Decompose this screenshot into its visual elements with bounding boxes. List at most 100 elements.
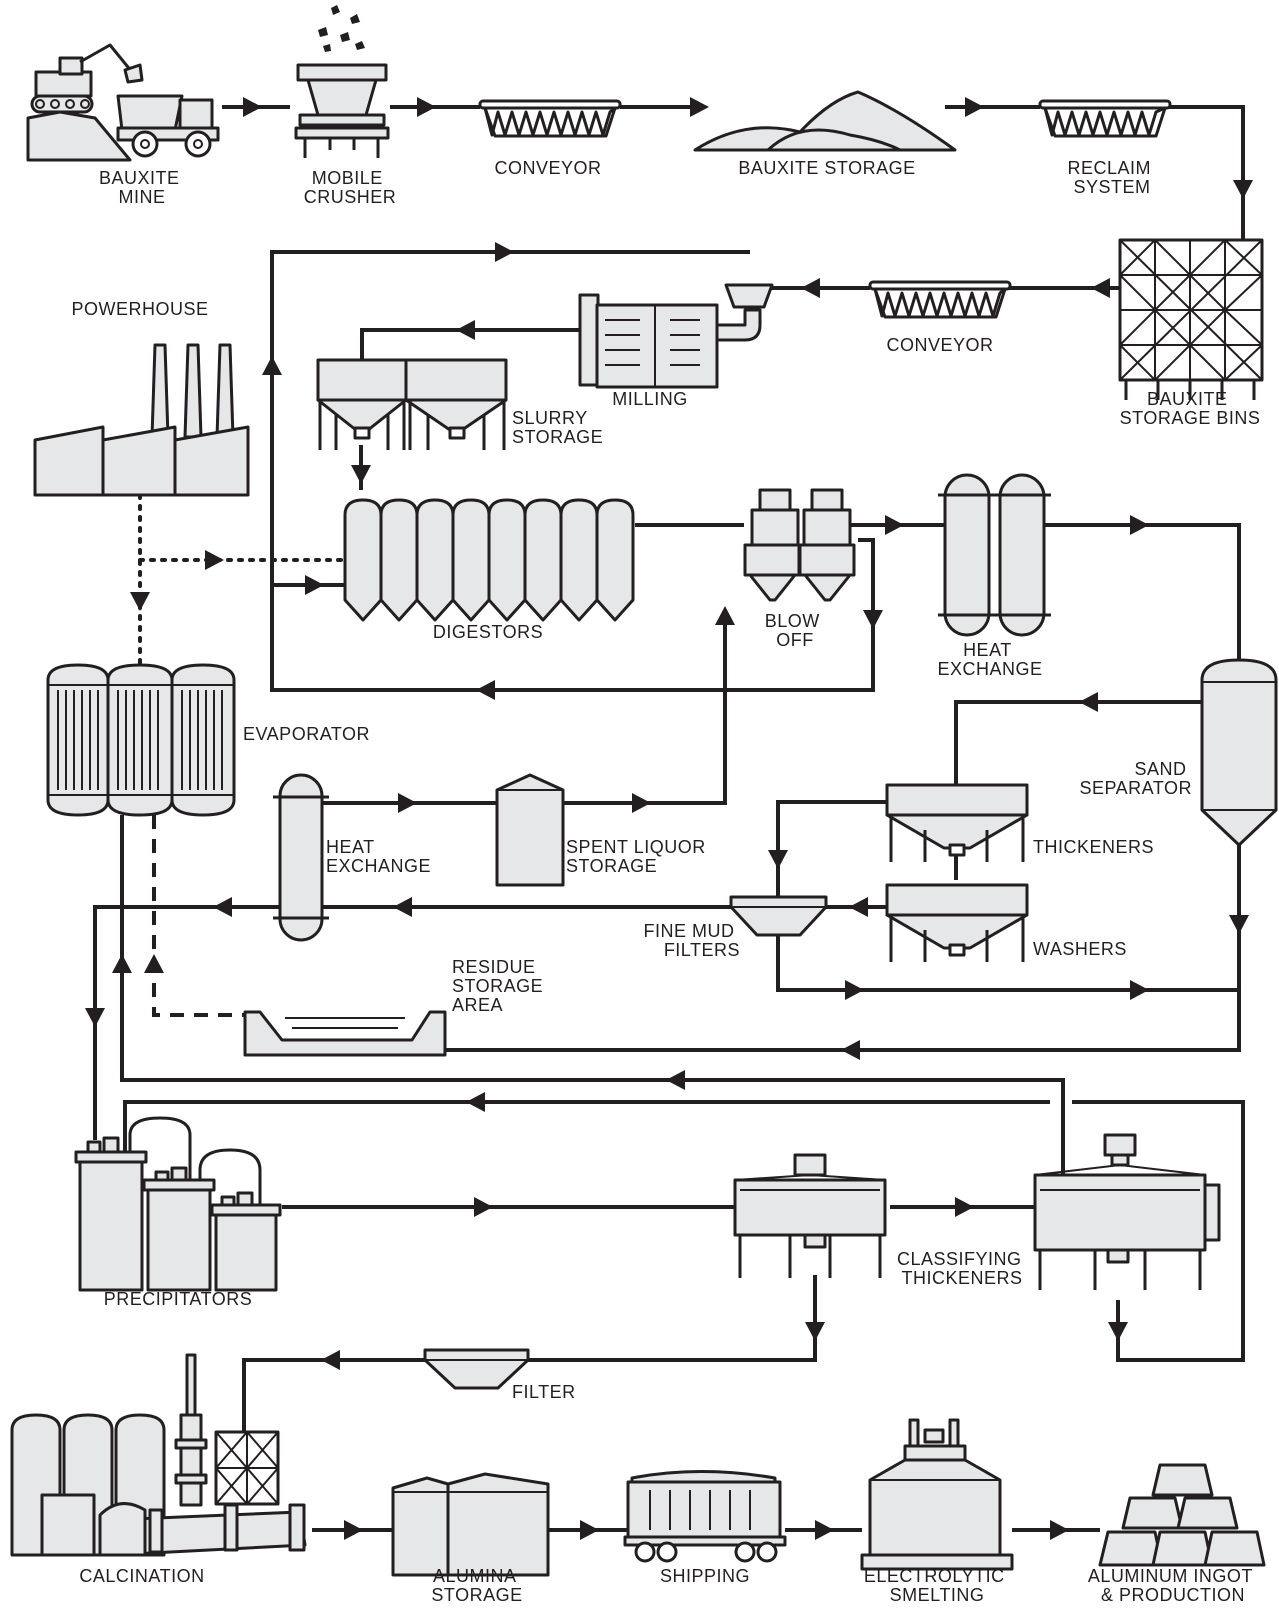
label-digestors: DIGESTORS	[433, 622, 543, 642]
label-spent-liquor-storage: SPENT LIQUOR STORAGE	[566, 837, 711, 876]
arrow-left	[393, 897, 412, 917]
residue-storage-area-icon	[243, 1010, 447, 1057]
arrow-down	[1108, 1322, 1128, 1341]
arrow-down	[768, 850, 788, 869]
milling-icon	[578, 283, 774, 389]
label-classifying-thickeners: CLASSIFYING THICKENERS	[897, 1249, 1027, 1288]
label-conveyor-mid: CONVEYOR	[886, 335, 993, 355]
reclaim-system-icon	[1038, 99, 1172, 138]
label-filter: FILTER	[512, 1382, 576, 1402]
arrow-right	[305, 575, 324, 595]
aluminum-ingots-icon	[1098, 1463, 1266, 1567]
spent-liquor-storage-icon	[495, 773, 565, 887]
classifying-thickener-2-icon	[1033, 1133, 1221, 1290]
digestors-icon	[343, 498, 635, 622]
precipitators-icon	[74, 1116, 282, 1292]
sand-separator-icon	[1200, 658, 1278, 847]
arrow-left	[666, 1070, 685, 1090]
arrow-right	[815, 1520, 834, 1540]
arrow-left	[1091, 278, 1110, 298]
arrow-up	[262, 356, 282, 375]
label-evaporator: EVAPORATOR	[243, 724, 370, 744]
arrow-right	[1130, 980, 1149, 1000]
arrow-down	[805, 1322, 825, 1341]
arrow-up	[144, 954, 164, 973]
arrow-up	[715, 606, 735, 625]
arrow-left	[849, 897, 868, 917]
arrow-right	[885, 515, 904, 535]
arrow-right	[632, 793, 651, 813]
label-conveyor-top: CONVEYOR	[494, 158, 601, 178]
arrow-right	[398, 793, 417, 813]
arrow-left	[1079, 692, 1098, 712]
labels: BAUXITE MINE MOBILE CRUSHER CONVEYOR BAU…	[71, 158, 1261, 1605]
arrow-right	[690, 97, 709, 117]
label-sand-separator: SAND SEPARATOR	[1079, 759, 1192, 798]
thickeners-icon	[885, 783, 1029, 862]
arrow-right	[1050, 1520, 1069, 1540]
arrow-left	[841, 1040, 860, 1060]
arrow-down	[1229, 915, 1249, 934]
arrow-down	[85, 1008, 105, 1027]
arrow-left	[213, 897, 232, 917]
conveyor-mid-icon	[868, 280, 1012, 319]
label-heat-exchange-left: HEAT EXCHANGE	[326, 837, 431, 876]
filter-icon	[423, 1348, 530, 1390]
washers-icon	[885, 883, 1029, 962]
heat-exchange-left-icon	[273, 773, 329, 942]
label-blow-off: BLOW OFF	[765, 611, 826, 650]
arrow-right	[495, 242, 514, 262]
arrow-right	[474, 1197, 493, 1217]
bauxite-storage-piles-icon	[693, 90, 957, 152]
heat-exchange-top-icon	[938, 473, 1051, 637]
label-slurry-storage: SLURRY STORAGE	[512, 408, 603, 447]
label-shipping: SHIPPING	[660, 1566, 750, 1586]
label-mobile-crusher: MOBILE CRUSHER	[304, 168, 397, 207]
label-alumina-storage: ALUMINA STORAGE	[431, 1566, 522, 1605]
alumina-storage-icon	[391, 1472, 550, 1577]
label-electrolytic-smelting: ELECTROLYTIC SMELTING	[864, 1566, 1010, 1605]
electrolytic-smelting-icon	[860, 1418, 1014, 1571]
label-calcination: CALCINATION	[79, 1566, 204, 1586]
label-bauxite-storage-bins: BAUXITE STORAGE BINS	[1120, 389, 1261, 428]
label-bauxite-mine: BAUXITE MINE	[99, 168, 185, 207]
arrow-right	[845, 980, 864, 1000]
arrow-down	[1233, 180, 1253, 199]
arrow-left	[466, 1092, 485, 1112]
arrow-right	[965, 97, 984, 117]
mobile-crusher-icon	[294, 5, 390, 158]
label-heat-exchange-top: HEAT EXCHANGE	[937, 640, 1042, 679]
label-washers: WASHERS	[1033, 939, 1127, 959]
bauxite-mine-icon	[26, 43, 220, 162]
label-thickeners: THICKENERS	[1033, 837, 1154, 857]
arrow-down	[863, 610, 883, 629]
arrow-right	[344, 1520, 363, 1540]
fine-mud-filters-icon	[729, 895, 828, 937]
arrow-right	[955, 1197, 974, 1217]
label-precipitators: PRECIPITATORS	[104, 1289, 253, 1309]
label-aluminum-ingot: ALUMINUM INGOT & PRODUCTION	[1088, 1566, 1258, 1605]
label-reclaim-system: RECLAIM SYSTEM	[1067, 158, 1156, 197]
arrow-up	[112, 954, 132, 973]
arrow-right	[580, 1520, 599, 1540]
label-powerhouse: POWERHOUSE	[71, 299, 208, 319]
label-milling: MILLING	[612, 389, 688, 409]
calcination-icon	[10, 1353, 307, 1557]
arrow-right	[243, 97, 262, 117]
label-bauxite-storage: BAUXITE STORAGE	[738, 158, 915, 178]
bauxite-storage-bins-icon	[1118, 238, 1264, 400]
arrow-down	[130, 592, 150, 611]
powerhouse-icon	[33, 343, 250, 497]
blow-off-icon	[743, 488, 856, 602]
shipping-railcar-icon	[623, 1470, 787, 1563]
arrow-left	[456, 320, 475, 340]
flow-arrows	[85, 97, 1253, 1540]
arrow-right	[1130, 515, 1149, 535]
arrow-left	[321, 1350, 340, 1370]
evaporator-icon	[46, 663, 236, 817]
classifying-thickener-1-icon	[733, 1153, 887, 1278]
arrow-left	[476, 680, 495, 700]
slurry-storage-icon	[316, 358, 508, 450]
label-residue-storage-area: RESIDUE STORAGE AREA	[452, 957, 549, 1015]
